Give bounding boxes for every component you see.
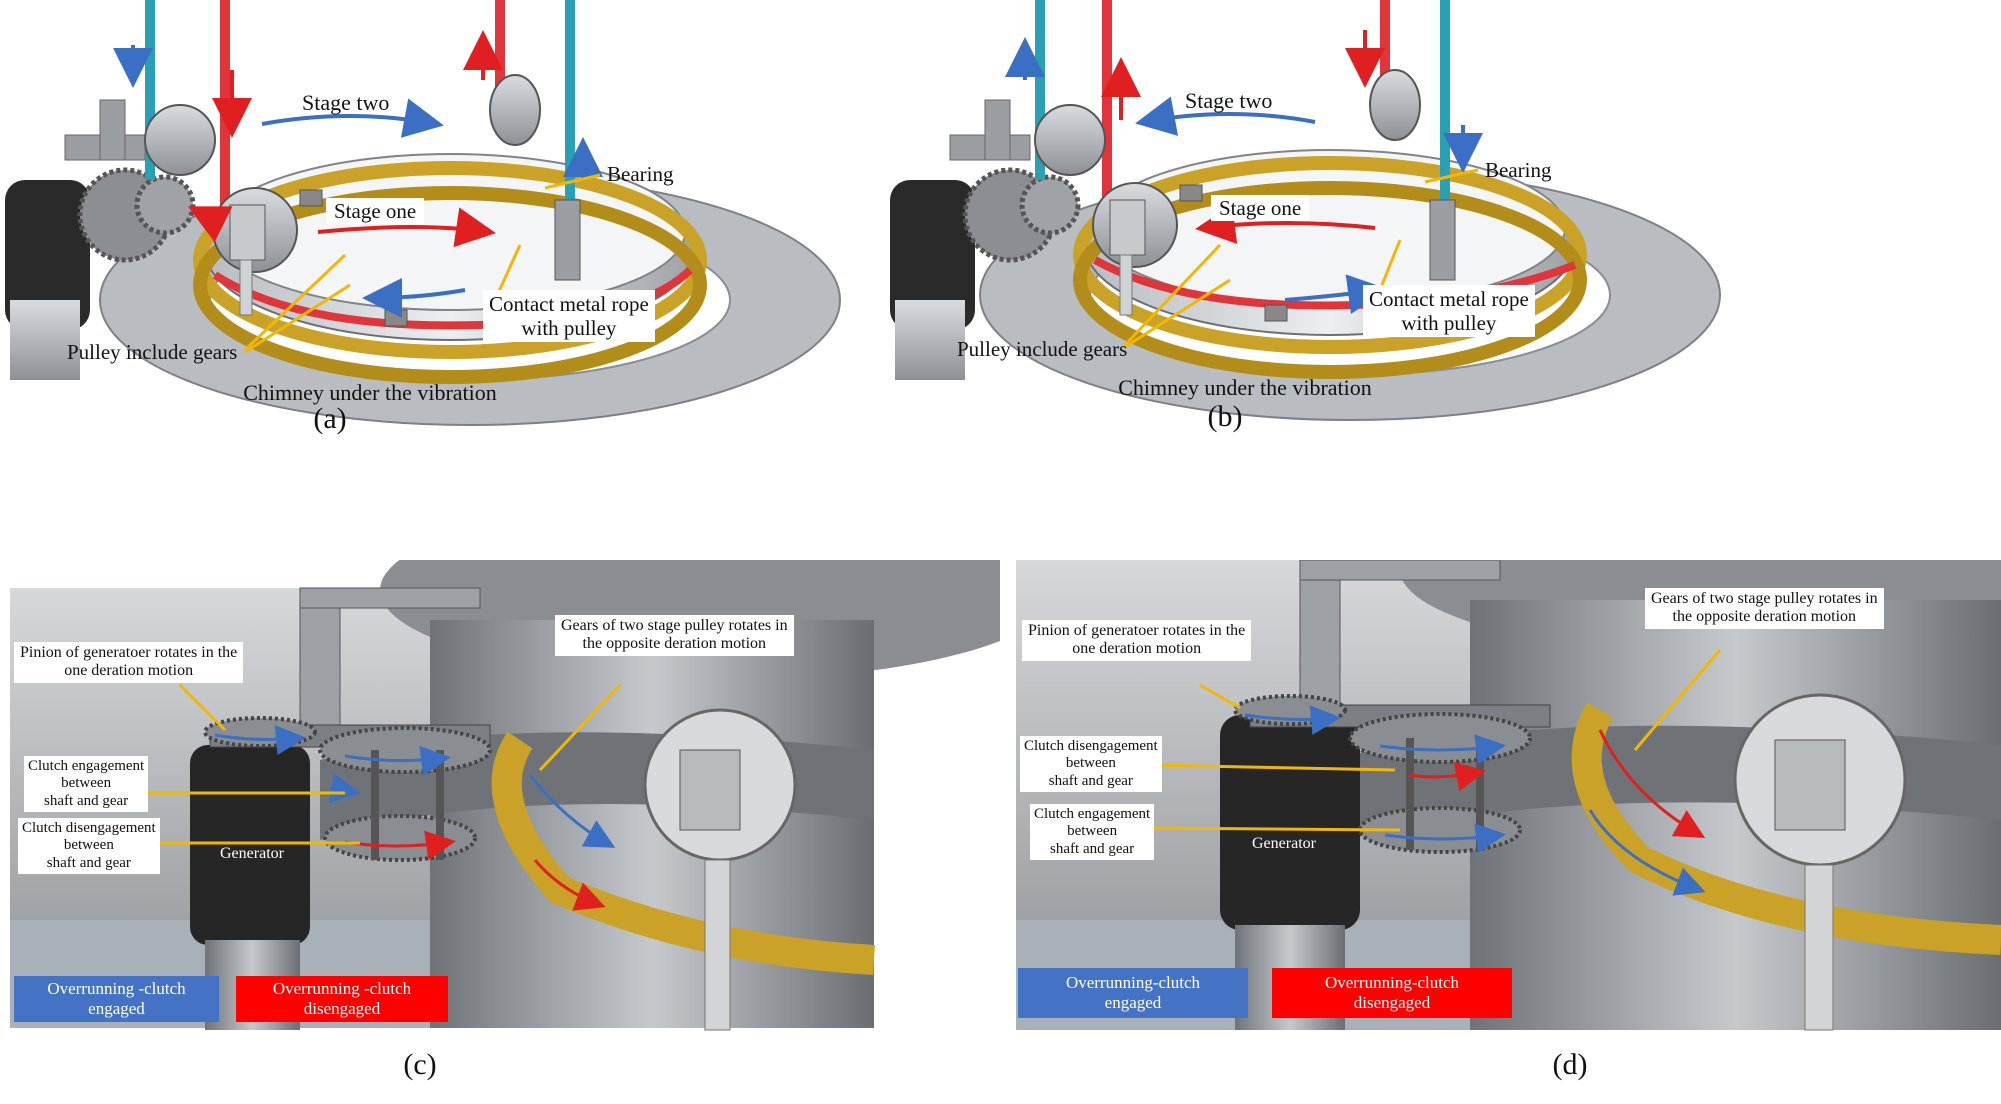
chimney-cylinder — [1470, 600, 2001, 1030]
gear-small — [134, 174, 196, 236]
label-clutch-top: Clutch engagement between shaft and gear — [24, 756, 149, 812]
arrow-pinion-blue — [1244, 705, 1341, 736]
leader-gears-two-stage — [538, 683, 622, 772]
arrow-ring-blue — [528, 774, 616, 848]
arrow-gear-upper-blue — [1379, 734, 1506, 765]
brass-ring — [1571, 702, 2001, 955]
gear-lower — [323, 814, 477, 862]
label-gears-two-stage: Gears of two stage pulley rotates in the… — [1645, 588, 1884, 629]
label-pinion: Pinion of generatoer rotates in the one … — [1022, 620, 1252, 661]
label-pulley-gears: Pulley include gears — [957, 337, 1128, 361]
leader-pulley-1 — [1123, 243, 1222, 347]
label-clutch-top: Clutch disengagement between shaft and g… — [1020, 736, 1162, 792]
generator-body — [1220, 715, 1360, 930]
leader-bearing — [544, 173, 601, 190]
arrow-gear-upper-blue — [344, 745, 451, 776]
generator-body — [190, 745, 310, 945]
label-stage-two: Stage two — [302, 90, 390, 115]
label-gears-two-stage: Gears of two stage pulley rotates in the… — [555, 615, 794, 656]
generator-body — [5, 180, 90, 330]
label-clutch-bottom: Clutch engagement between shaft and gear — [1030, 804, 1155, 860]
brass-pulley-lower — [193, 186, 707, 384]
arrow-clutch-blue — [328, 773, 361, 804]
arrow-stage-two — [261, 98, 444, 138]
arrow-pinion-blue — [214, 725, 306, 756]
panel-a-subtitle: Chimney under the vibration — [243, 380, 497, 405]
label-clutch-bottom: Clutch disengagement between shaft and g… — [18, 818, 160, 874]
label-contact-rope: Contact metal rope with pulley — [1363, 285, 1535, 338]
legend-engaged: Overrunning-clutch engaged — [1018, 968, 1248, 1018]
panel-d-caption: (d) — [1552, 1048, 1588, 1081]
gear-upper — [1348, 712, 1532, 764]
label-pulley-gears: Pulley include gears — [67, 340, 238, 364]
pulley-wheel-right — [489, 74, 541, 146]
arrow-stage-one — [1195, 204, 1376, 244]
brass-pulley-lower — [1073, 181, 1587, 379]
leader-clutch-top — [1149, 763, 1396, 772]
label-stage-one: Stage one — [1211, 195, 1310, 222]
legend-disengaged: Overrunning -clutch disengaged — [236, 976, 448, 1022]
leader-pulley-1 — [243, 253, 347, 352]
panel-c: Pinion of generatoer rotates in the one … — [0, 560, 1000, 1104]
leader-pulley-2 — [1124, 278, 1231, 349]
panel-a-illustration — [5, 0, 841, 426]
leader-pulley-2 — [244, 283, 351, 354]
label-generator: Generator — [1252, 835, 1316, 852]
leader-pinion — [178, 683, 227, 732]
leader-gears-two-stage — [1633, 649, 1722, 751]
leader-clutch-bottom — [1149, 826, 1401, 832]
panel-b-illustration — [890, 0, 1721, 421]
panel-c-illustration — [10, 560, 1000, 1031]
label-contact-rope: Contact metal rope with pulley — [483, 290, 655, 343]
label-stage-two: Stage two — [1185, 88, 1273, 113]
label-bearing: Bearing — [607, 162, 674, 186]
panel-c-caption: (c) — [403, 1048, 437, 1081]
generator-body — [890, 180, 975, 330]
arrow-ring-red — [533, 859, 606, 911]
label-pinion: Pinion of generatoer rotates in the one … — [14, 642, 244, 683]
leader-bearing — [1424, 168, 1479, 184]
panel-b-caption: (b) — [1207, 400, 1243, 433]
brass-pulley-upper — [193, 161, 707, 359]
label-generator: Generator — [220, 845, 284, 862]
brass-pulley-upper — [1073, 156, 1587, 354]
arrow-ring-red — [1598, 729, 1706, 838]
arrow-stage-one — [317, 207, 496, 248]
leader-pinion — [1199, 683, 1241, 710]
arrow-gear-lower-blue — [1384, 823, 1506, 854]
pulley-wheel-left — [144, 104, 216, 176]
gear-small — [1019, 174, 1081, 236]
panel-a-caption: (a) — [313, 402, 347, 435]
panel-a: Stage two Stage one Bearing Contact meta… — [0, 0, 1000, 560]
panel-b: Stage two Stage one Bearing Contact meta… — [885, 0, 2001, 560]
gear-upper — [318, 726, 492, 774]
arrow-clutch-red — [1409, 761, 1486, 792]
arrow-stage-two — [1135, 96, 1316, 136]
gear-pinion — [203, 716, 317, 748]
leader-contact-rope — [1378, 239, 1402, 291]
arrow-ring-blue — [1588, 809, 1706, 896]
label-bearing: Bearing — [1485, 158, 1552, 182]
arrow-stage-one-left — [187, 206, 233, 243]
pulley-wheel-right — [1369, 69, 1421, 141]
bracket-vertical — [299, 587, 341, 739]
panel-d: Pinion of generatoer rotates in the one … — [1000, 560, 2001, 1104]
pulley-wheel-left — [1034, 104, 1106, 176]
arrow-lower-blue — [362, 277, 466, 318]
legend-disengaged: Overrunning-clutch disengaged — [1272, 968, 1512, 1018]
label-stage-one: Stage one — [326, 198, 425, 225]
panel-b-subtitle: Chimney under the vibration — [1118, 375, 1372, 400]
legend-engaged: Overrunning -clutch engaged — [14, 976, 219, 1022]
